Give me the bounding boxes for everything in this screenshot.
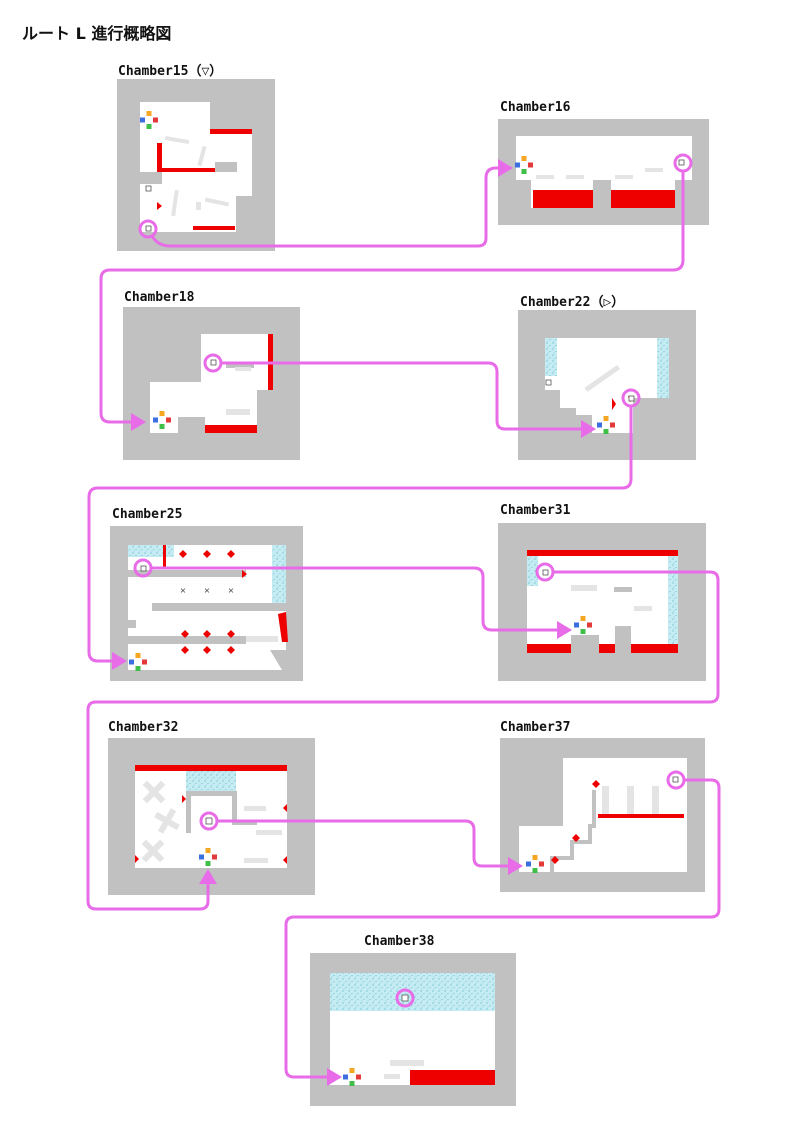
chamber-32-map	[108, 738, 315, 895]
svg-text:×: ×	[204, 586, 211, 595]
chamber-25-label: Chamber25	[112, 507, 183, 522]
svg-text:×: ×	[180, 586, 187, 595]
chamber-16-label: Chamber16	[500, 100, 571, 115]
chamber-15-label: Chamber15（▽）	[118, 64, 223, 79]
chamber-38-map	[310, 953, 516, 1106]
chamber-22-label: Chamber22（▷）	[520, 295, 625, 310]
chamber-37-map	[500, 738, 705, 892]
chamber-18-label: Chamber18	[124, 290, 195, 305]
chamber-32-label: Chamber32	[108, 720, 179, 735]
chamber-22-map	[518, 310, 696, 460]
chamber-15-floor	[140, 102, 252, 232]
chamber-18-map	[123, 307, 300, 460]
svg-text:×: ×	[228, 586, 235, 595]
chamber-31-label: Chamber31	[500, 503, 571, 518]
chamber-31-map	[498, 523, 706, 681]
page-title: ルート L 進行概略図	[22, 24, 172, 43]
route-path	[86, 153, 721, 1086]
chamber-25-map: × × ×	[110, 526, 303, 681]
chamber-16-map	[498, 119, 709, 225]
chamber-37-label: Chamber37	[500, 720, 571, 735]
chamber-38-label: Chamber38	[364, 934, 435, 949]
